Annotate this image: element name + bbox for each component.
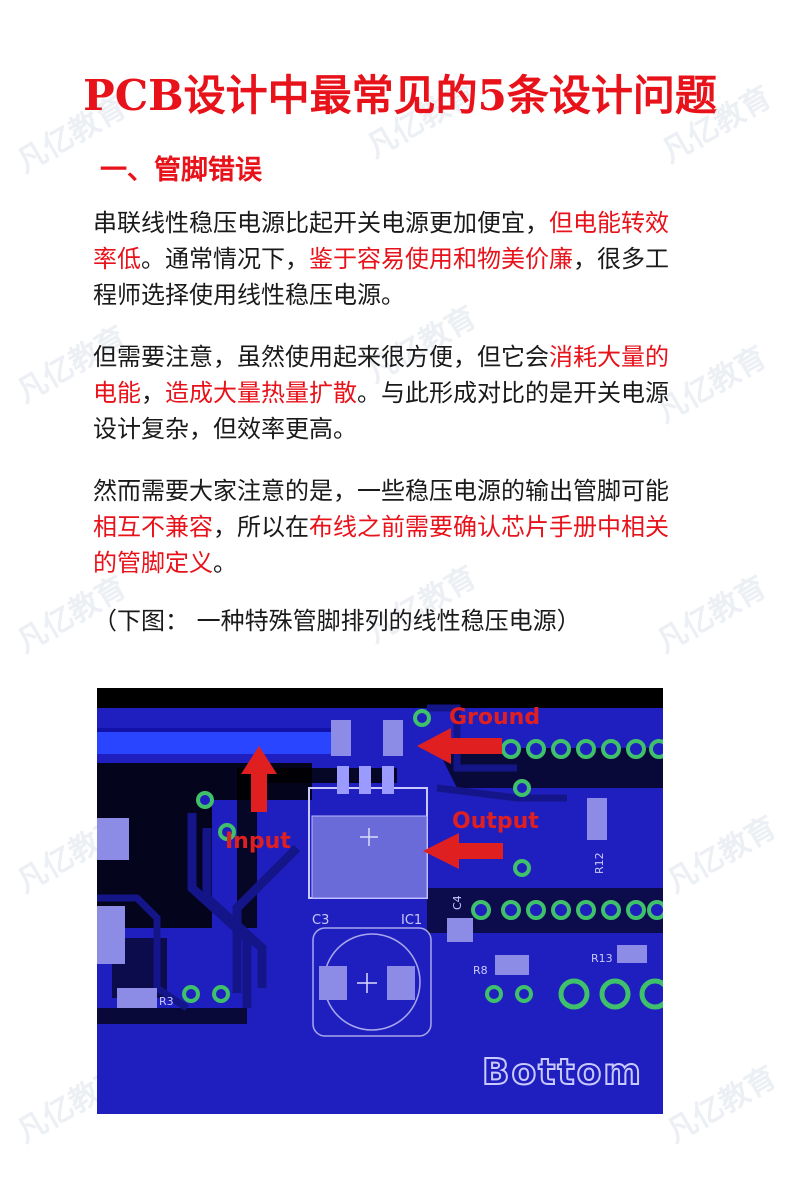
label-r8: R8 <box>473 964 488 977</box>
paragraph-line: 设计复杂，但效率更高。 <box>93 411 713 447</box>
label-ic1: IC1 <box>401 913 422 928</box>
smd-part <box>495 955 529 975</box>
large-pads <box>558 978 663 1010</box>
header-row-top <box>501 739 663 759</box>
highlighted-text: 消耗大量的 <box>549 343 669 371</box>
smd-part <box>447 918 473 942</box>
pcb-figure: C3 IC1 R3 R8 R13 R12 C4 Bottom Ground Ou… <box>97 688 663 1114</box>
arrow-ground-icon <box>417 728 502 764</box>
regulator-pin <box>382 766 394 794</box>
highlighted-text: 的管脚定义 <box>93 549 213 577</box>
highlighted-text: 鉴于容易使用和物美价廉 <box>309 245 573 273</box>
label-r12: R12 <box>593 852 606 874</box>
body-text: 程师选择使用线性稳压电源。 <box>93 281 405 309</box>
label-input: Input <box>225 829 291 854</box>
input-trace <box>97 732 337 754</box>
body-text: 但需要注意，虽然使用起来很方便，但它会 <box>93 343 549 371</box>
paragraph-line: 率低。通常情况下，鉴于容易使用和物美价廉，很多工 <box>93 241 713 277</box>
paragraph-line: 相互不兼容，所以在布线之前需要确认芯片手册中相关 <box>93 509 713 545</box>
highlighted-text: 相互不兼容 <box>93 513 213 541</box>
regulator-pin <box>337 766 349 794</box>
smd-part <box>117 988 157 1008</box>
section-heading: 一、管脚错误 <box>100 155 262 186</box>
highlighted-text: 率低 <box>93 245 141 273</box>
figure-caption: （下图： 一种特殊管脚排列的线性稳压电源） <box>93 607 581 635</box>
header-row-mid <box>471 900 663 920</box>
paragraph-3: 然而需要大家注意的是，一些稳压电源的输出管脚可能相互不兼容，所以在布线之前需要确… <box>93 473 713 581</box>
body-text: 。与此形成对比的是开关电源 <box>357 379 669 407</box>
regulator-pin <box>359 766 371 794</box>
pcb-track <box>232 844 301 993</box>
highlighted-text: 电能 <box>93 379 141 407</box>
paragraph-line: 程师选择使用线性稳压电源。 <box>93 277 713 313</box>
pad <box>319 966 347 1000</box>
smd-part <box>97 818 129 860</box>
body-text: ， <box>141 379 165 407</box>
paragraph-2: 但需要注意，虽然使用起来很方便，但它会消耗大量的电能，造成大量热量扩散。与此形成… <box>93 339 713 447</box>
body-text: ，所以在 <box>213 513 309 541</box>
paragraph-line: 然而需要大家注意的是，一些稳压电源的输出管脚可能 <box>93 473 713 509</box>
body-text: 然而需要大家注意的是，一些稳压电源的输出管脚可能 <box>93 477 669 505</box>
label-c3: C3 <box>312 913 329 928</box>
highlighted-text: 但电能转效 <box>549 209 669 237</box>
paragraph-line: 但需要注意，虽然使用起来很方便，但它会消耗大量的 <box>93 339 713 375</box>
paragraph-line: 电能，造成大量热量扩散。与此形成对比的是开关电源 <box>93 375 713 411</box>
highlighted-text: 造成大量热量扩散 <box>165 379 357 407</box>
arrow-input-icon <box>241 746 277 812</box>
body-text: 。通常情况下， <box>141 245 309 273</box>
body-text: 串联线性稳压电源比起开关电源更加便宜， <box>93 209 549 237</box>
label-r3: R3 <box>159 995 174 1008</box>
via-group <box>182 709 533 1003</box>
body-text: ，很多工 <box>573 245 669 273</box>
highlighted-text: 布线之前需要确认芯片手册中相关 <box>309 513 669 541</box>
watermark: 凡亿教育 <box>661 809 783 901</box>
arrow-output-icon <box>423 833 503 869</box>
capacitor-c3-outline <box>312 927 432 1037</box>
label-bottom: Bottom <box>482 1052 643 1093</box>
paragraph-line: 串联线性稳压电源比起开关电源更加便宜，但电能转效 <box>93 205 713 241</box>
page-title: PCB设计中最常见的5条设计问题 <box>83 71 717 120</box>
pcb-track <box>436 784 567 802</box>
pad <box>387 966 415 1000</box>
paragraph-1: 串联线性稳压电源比起开关电源更加便宜，但电能转效率低。通常情况下，鉴于容易使用和… <box>93 205 713 313</box>
pad <box>383 720 403 756</box>
smd-part <box>587 798 607 840</box>
smd-part <box>617 945 647 963</box>
watermark: 凡亿教育 <box>661 1059 783 1151</box>
pcb-track <box>97 894 189 1011</box>
label-ground: Ground <box>449 705 540 730</box>
body-text: 。 <box>213 549 237 577</box>
paragraph-line: 的管脚定义。 <box>93 545 713 581</box>
body-text: 设计复杂，但效率更高。 <box>93 415 357 443</box>
smd-part <box>97 906 125 964</box>
label-output: Output <box>452 809 539 834</box>
pad <box>331 720 351 756</box>
label-r13: R13 <box>591 952 613 965</box>
label-c4: C4 <box>451 895 464 910</box>
